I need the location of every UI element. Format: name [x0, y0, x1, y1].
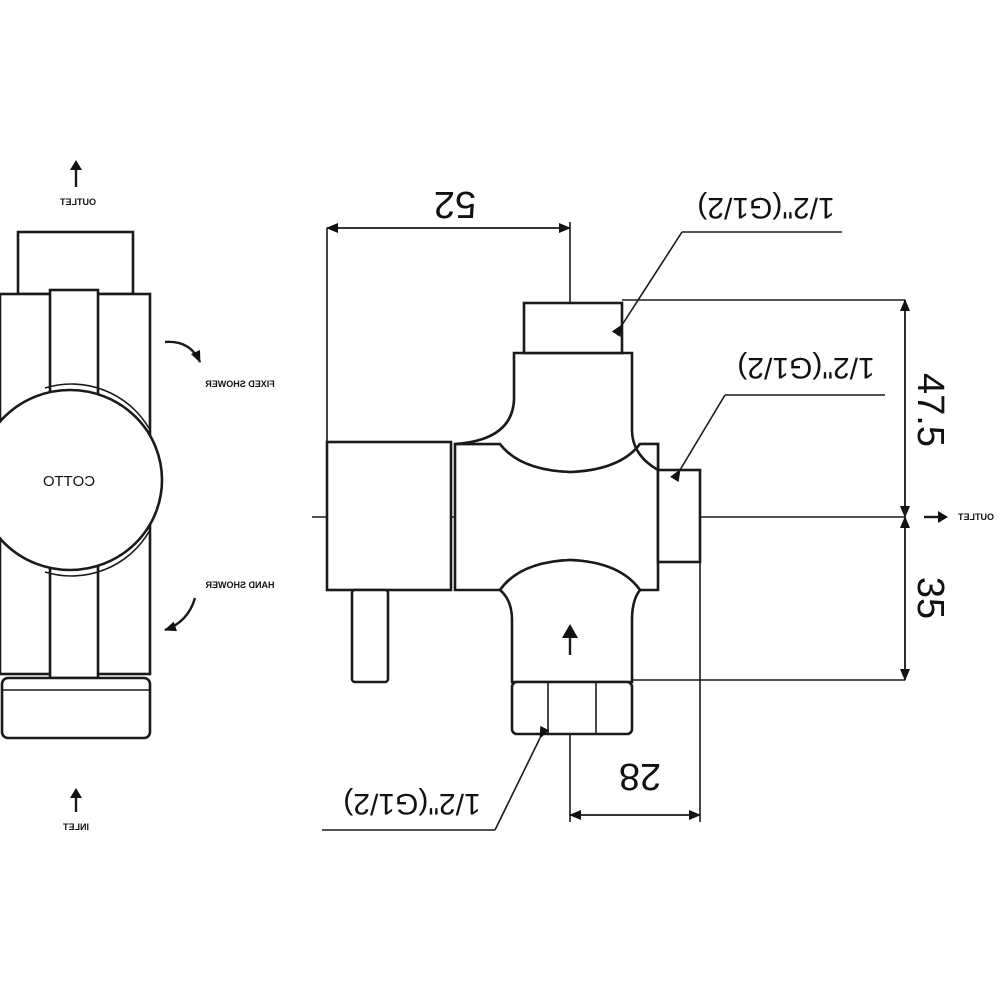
- thread-callout-bottom: 1/2"(G1/2): [343, 787, 480, 820]
- hand-shower-label: HAND SHOWER: [205, 580, 274, 590]
- side-lower-neck: [498, 558, 642, 684]
- front-logo-text: COTTO: [43, 473, 95, 490]
- side-outlet-label: OUTLET: [958, 512, 994, 522]
- side-handle-pin: [350, 588, 390, 684]
- front-selector-knob: [0, 388, 164, 572]
- inlet-arrow-icon: [70, 788, 82, 812]
- dim-width-top: 52: [434, 183, 476, 225]
- flow-up-arrow-icon: [562, 624, 578, 655]
- side-view: 52 47.5 35 28 1/2"(G1/2) 1/2"(G1/2) 1/2"…: [312, 183, 994, 831]
- hand-shower-arrow-icon: [164, 597, 197, 632]
- fixed-shower-label: FIXED SHOWER: [205, 379, 275, 389]
- side-outlet-arrow-icon: [924, 511, 948, 523]
- dim-offset-bottom: 28: [619, 755, 661, 797]
- side-upper-neck: [454, 351, 660, 474]
- side-handle-body: [325, 440, 453, 592]
- front-top-thread: [16, 230, 135, 296]
- thread-callout-top: 1/2"(G1/2): [697, 191, 834, 224]
- dim-height-upper: 47.5: [909, 373, 951, 447]
- thread-callout-side: 1/2"(G1/2): [737, 351, 874, 384]
- side-top-thread: [522, 301, 624, 355]
- front-inlet-label: INLET: [62, 822, 89, 832]
- side-right-thread: [656, 468, 702, 564]
- fixed-shower-arrow-icon: [164, 340, 202, 363]
- front-view: OUTLET COTTO FIXED SHOWER HAND SHOWER IN…: [0, 160, 275, 832]
- side-bottom-nut: [510, 680, 634, 736]
- front-outlet-label: OUTLET: [60, 197, 96, 207]
- outlet-arrow-icon: [70, 160, 82, 187]
- front-bottom-nut: [0, 676, 152, 740]
- dim-height-lower: 35: [909, 577, 951, 619]
